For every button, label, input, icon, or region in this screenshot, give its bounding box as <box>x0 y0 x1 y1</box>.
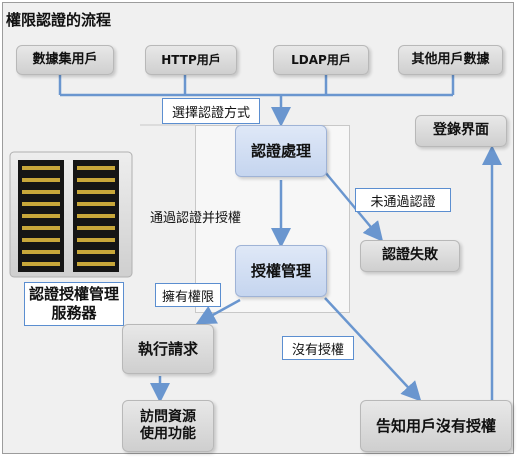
node-login-page[interactable]: 登錄界面 <box>415 115 507 147</box>
source-http-users[interactable]: HTTP用戶 <box>145 45 237 75</box>
label-passed-authz: 通過認證并授權 <box>150 211 242 226</box>
arrow-auth-to-fail <box>324 171 384 242</box>
label-select-auth-method: 選擇認證方式 <box>162 98 260 124</box>
node-auth-process[interactable]: 認證處理 <box>235 125 327 177</box>
node-auth-fail[interactable]: 認證失敗 <box>360 240 460 272</box>
label-auth-server: 認證授權管理服務器 <box>24 282 124 326</box>
arrow-authz-to-exec <box>195 298 241 325</box>
source-ldap-users[interactable]: LDAP用戶 <box>273 45 369 75</box>
label-auth-failed: 未通過認證 <box>355 188 451 212</box>
node-notify-no-auth[interactable]: 告知用戶沒有授權 <box>360 400 512 452</box>
label-has-permission: 擁有權限 <box>155 283 221 307</box>
source-other-users[interactable]: 其他用戶數據 <box>398 45 503 75</box>
source-dataset-users[interactable]: 數據集用戶 <box>16 45 114 75</box>
arrow-authz-to-notify <box>324 297 422 402</box>
label-no-permission: 沒有授權 <box>282 336 354 360</box>
node-exec-request[interactable]: 執行請求 <box>122 324 214 374</box>
diagram-title: 權限認證的流程 <box>6 11 112 29</box>
node-authz-manage[interactable]: 授權管理 <box>235 245 327 297</box>
node-access-resource[interactable]: 訪問資源使用功能 <box>122 400 214 452</box>
